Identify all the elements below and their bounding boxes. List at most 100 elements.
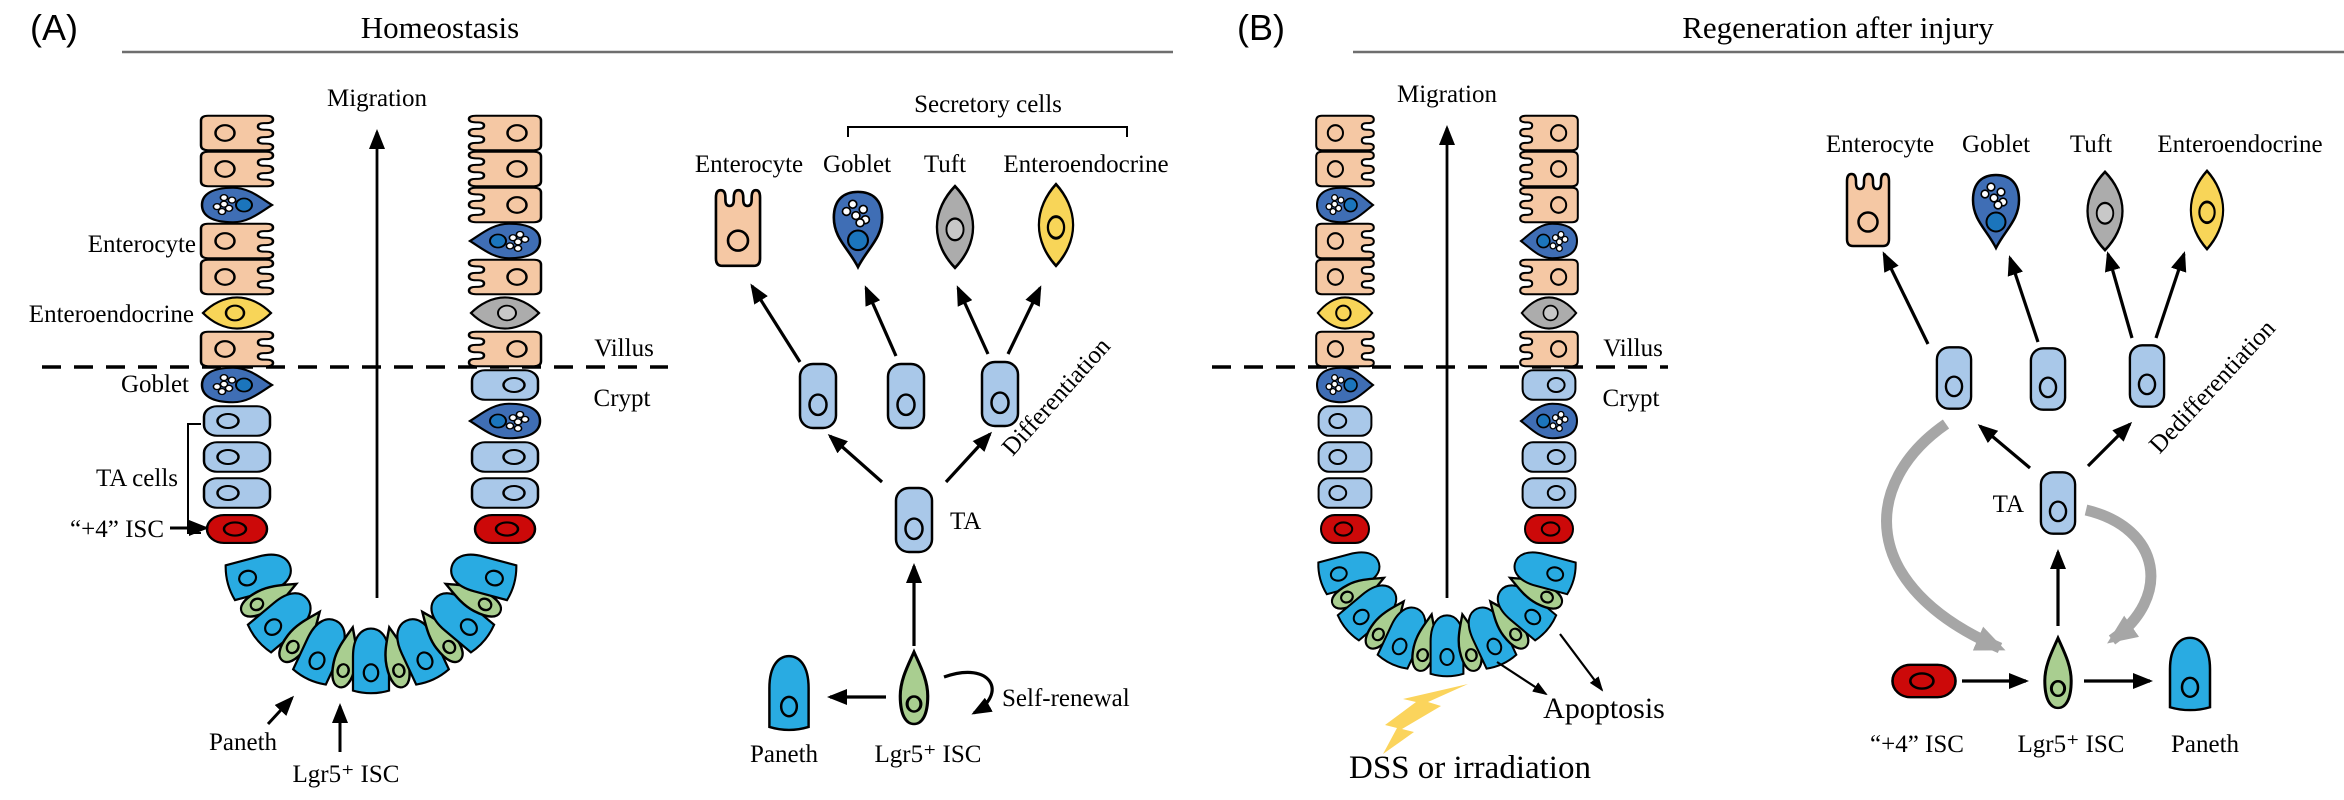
crypt-cell-enterocyte — [199, 222, 275, 260]
self-renewal-arrow — [943, 670, 994, 715]
paneth-arrow-a — [266, 695, 295, 726]
crypt-cell-tuft — [1520, 296, 1578, 330]
crypt-cell-paneth — [351, 627, 391, 695]
crypt-cell-ta — [1317, 441, 1373, 473]
crypt-cell-plus4 — [1523, 514, 1575, 544]
tree-ta-progenitor-b — [2039, 471, 2077, 535]
crypt-cell-goblet — [1519, 222, 1579, 260]
crypt-cell-enterocyte — [199, 258, 275, 296]
secretory-cells-label: Secretory cells — [914, 91, 1062, 118]
tree-tuft-label-a: Tuft — [924, 151, 966, 178]
crypt-cell-enterocyte — [467, 258, 543, 296]
crypt-cell-enterocyte — [1519, 186, 1579, 224]
enterocyte-label-a: Enterocyte — [88, 231, 196, 258]
crypt-cell-plus4 — [1319, 514, 1371, 544]
crypt-cell-goblet — [1315, 366, 1375, 404]
crypt-diagram-a — [199, 114, 543, 695]
crypt-cell-ta — [1521, 477, 1577, 509]
apoptosis-label: Apoptosis — [1543, 692, 1665, 725]
tree-enterocyte-label-a: Enterocyte — [695, 151, 803, 178]
crypt-cell-enterocyte — [1315, 114, 1375, 152]
crypt-cell-ta — [470, 476, 540, 510]
crypt-cell-enterocyte — [467, 150, 543, 188]
tree-ta-cell-a — [798, 362, 838, 430]
ta-cells-bracket — [187, 423, 201, 534]
crypt-cell-goblet — [468, 402, 542, 440]
tree-lgr5-cell-b — [2043, 636, 2073, 710]
crypt-cell-enterocyte — [1315, 258, 1375, 296]
tree-plus4-cell-b — [1891, 663, 1957, 699]
tree-paneth-label-b: Paneth — [2171, 731, 2240, 758]
tree-tuft-cell-a — [935, 184, 975, 270]
crypt-cell-ta — [1521, 369, 1577, 401]
panel-a-label: (A) — [30, 7, 78, 48]
tree-goblet-label-a: Goblet — [823, 151, 891, 178]
crypt-cell-plus4 — [205, 513, 269, 545]
panel-b-label: (B) — [1237, 7, 1285, 48]
tree-tuft-cell-b — [2086, 170, 2124, 252]
crypt-cell-endo — [201, 296, 273, 330]
crypt-cell-enterocyte — [1315, 150, 1375, 188]
differentiation-arrows-a — [750, 283, 1042, 705]
crypt-cell-enterocyte — [467, 186, 543, 224]
tree-paneth-label-a: Paneth — [750, 741, 819, 768]
crypt-cell-ta — [202, 476, 272, 510]
tree-enteroendocrine-label-b: Enteroendocrine — [2157, 131, 2322, 158]
crypt-cell-ta — [470, 440, 540, 474]
crypt-cell-goblet — [1315, 186, 1375, 224]
tree-tuft-label-b: Tuft — [2070, 131, 2112, 158]
villus-label-b: Villus — [1603, 335, 1663, 362]
migration-label-a: Migration — [327, 85, 427, 112]
crypt-cell-goblet — [200, 186, 274, 224]
crypt-cell-enterocyte — [199, 114, 275, 152]
tree-enterocyte-cell-a — [714, 188, 762, 268]
crypt-cell-ta — [202, 440, 272, 474]
tree-plus4-label-b: “+4” ISC — [1870, 731, 1964, 758]
lgr5-isc-label-a: Lgr5⁺ ISC — [293, 761, 400, 788]
crypt-cell-ta — [1317, 405, 1373, 437]
crypt-cell-enterocyte — [1519, 258, 1579, 296]
crypt-cell-ta — [202, 404, 272, 438]
crypt-cell-ta — [1317, 477, 1373, 509]
crypt-cell-enterocyte — [1519, 330, 1579, 368]
plus4-isc-label-a: “+4” ISC — [70, 516, 164, 543]
crypt-label-b: Crypt — [1603, 385, 1660, 412]
tree-ta-cell-b — [2029, 347, 2067, 411]
crypt-cell-enterocyte — [1519, 150, 1579, 188]
crypt-cell-ta — [1521, 441, 1577, 473]
tree-lgr5-label-a: Lgr5⁺ ISC — [875, 741, 982, 768]
crypt-cell-enterocyte — [199, 330, 275, 368]
dss-irradiation-label: DSS or irradiation — [1349, 750, 1591, 786]
panel-b-title: Regeneration after injury — [1682, 10, 1994, 45]
secretory-cells-bracket — [847, 126, 1128, 137]
crypt-cell-goblet — [468, 222, 542, 260]
ta-label-a: TA — [950, 508, 981, 535]
migration-label-b: Migration — [1397, 81, 1497, 108]
tree-enteroendocrine-cell-a — [1037, 182, 1075, 268]
crypt-cell-enterocyte — [1519, 114, 1579, 152]
enteroendocrine-label-a: Enteroendocrine — [29, 301, 194, 328]
regeneration-arrows-b — [1882, 251, 2187, 689]
tree-ta-cell-b — [1935, 346, 1973, 410]
crypt-cell-enterocyte — [1315, 222, 1375, 260]
panel-a-title: Homeostasis — [361, 10, 519, 45]
crypt-cell-goblet — [1519, 402, 1579, 440]
paneth-label-a: Paneth — [209, 729, 278, 756]
tree-goblet-cell-a — [832, 190, 884, 269]
crypt-cell-goblet — [200, 366, 274, 404]
goblet-label-a: Goblet — [121, 371, 189, 398]
crypt-label-a: Crypt — [594, 385, 651, 412]
tree-enteroendocrine-label-a: Enteroendocrine — [1003, 151, 1168, 178]
tree-enteroendocrine-cell-b — [2189, 169, 2225, 251]
crypt-cell-ta — [470, 368, 540, 402]
tree-ta-cell-a — [886, 362, 926, 430]
crypt-cell-enterocyte — [467, 330, 543, 368]
self-renewal-label: Self-renewal — [1002, 685, 1130, 712]
tree-lgr5-cell-a — [898, 650, 930, 726]
crypt-cell-plus4 — [473, 513, 537, 545]
tree-paneth-cell-b — [2168, 636, 2212, 712]
lightning-bolt-icon — [1383, 684, 1468, 754]
tree-paneth-cell-a — [768, 654, 810, 732]
apoptosis-arrows — [1496, 633, 1604, 696]
